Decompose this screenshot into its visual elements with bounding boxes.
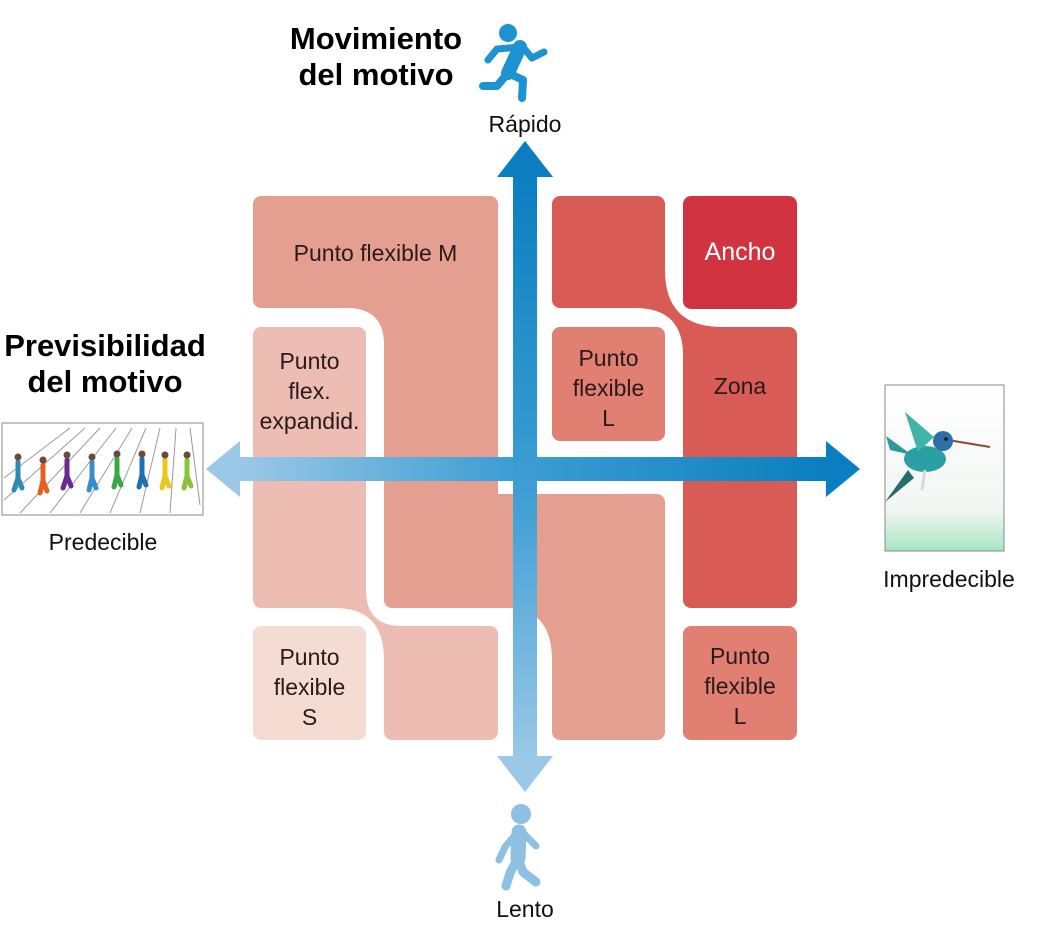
axis-label-slow: Lento: [496, 896, 554, 922]
horizontal-axis-heading: Previsibilidad del motivo: [4, 328, 206, 399]
zone-label-flex-expanded: Punto flex. expandid.: [259, 348, 360, 434]
axis-label-unpredictable: Impredecible: [883, 566, 1015, 592]
zone-label-flex-l-lower: Punto flexible L: [704, 643, 776, 729]
vertical-axis-arrow: [497, 141, 553, 792]
zone-flexible-l-lower: [683, 626, 797, 740]
zone-flexible-l-upper: [552, 327, 665, 441]
axis-label-fast: Rápido: [488, 111, 562, 137]
hummingbird-photo: [884, 384, 1005, 552]
vertical-axis-heading: Movimiento del motivo: [289, 21, 463, 92]
running-person-icon: [479, 24, 548, 102]
zone-label-zone: Zona: [713, 373, 767, 399]
axis-label-predictable: Predecible: [48, 529, 158, 555]
zone-label-flex-m: Punto flexible M: [293, 240, 458, 266]
walking-person-icon: [495, 804, 541, 891]
zone-label-flex-s: Punto flexible S: [273, 644, 346, 730]
zone-label-flex-l-upper: Punto flexible L: [572, 345, 645, 431]
zone-zona: [552, 196, 797, 608]
zone-flex-expanded: [253, 327, 498, 740]
sprinters-photo: [1, 422, 204, 516]
zone-flexible-s: [253, 626, 366, 740]
zone-label-wide: Ancho: [704, 238, 776, 266]
zone-ancho: [683, 196, 797, 309]
